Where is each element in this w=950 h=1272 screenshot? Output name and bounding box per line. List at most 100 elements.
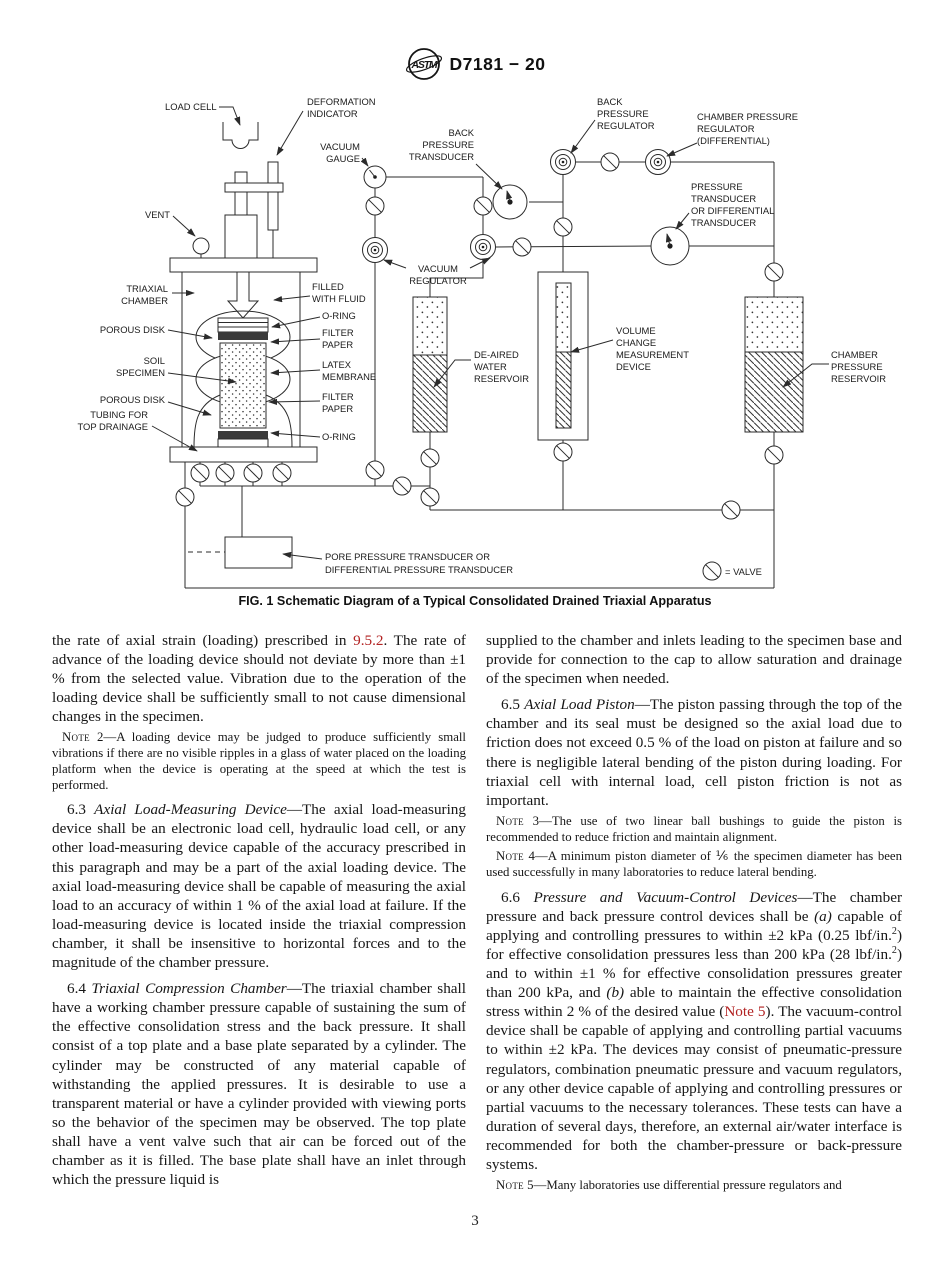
diagram-label: TRANSDUCER xyxy=(691,217,756,228)
text-segment: —The piston passing through the top of t… xyxy=(486,696,903,809)
diagram-label: RESERVOIR xyxy=(474,373,529,384)
column-right: supplied to the chamber and inlets leadi… xyxy=(486,631,902,1198)
diagram-label: PORE PRESSURE TRANSDUCER OR xyxy=(325,551,490,562)
valve-icon xyxy=(512,237,532,257)
diagram-label: TOP DRAINAGE xyxy=(77,421,148,432)
diagram-label: REGULATOR xyxy=(697,123,755,134)
diagram-label: MEMBRANE xyxy=(322,371,376,382)
diagram-label: CHAMBER xyxy=(121,295,168,306)
base-plate-shape xyxy=(169,446,318,463)
column-left: the rate of axial strain (loading) presc… xyxy=(52,631,466,1189)
text-segment: Note xyxy=(496,849,524,864)
porous-disk-upper-shape xyxy=(218,332,268,340)
diagram-label: FILTER xyxy=(322,391,354,402)
text-segment: capable of applying and controlling pres… xyxy=(486,907,902,944)
body-paragraph: 6.5 Axial Load Piston—The piston passing… xyxy=(486,695,902,810)
deaired-water-reservoir-shape xyxy=(412,296,448,433)
text-segment: Note xyxy=(62,730,90,745)
diagram-label: POROUS DISK xyxy=(100,324,166,335)
section-ref-link[interactable]: 9.5.2 xyxy=(353,632,384,649)
diagram-label: FILLED xyxy=(312,281,344,292)
note-paragraph: Note 2—A loading device may be judged to… xyxy=(52,730,466,793)
vacuum-regulator-icon xyxy=(470,234,496,260)
diagram-label: FILTER xyxy=(322,327,354,338)
diagram-label: (DIFFERENTIAL) xyxy=(697,135,770,146)
text-segment: 3—The use of two linear ball bushings to… xyxy=(486,813,902,844)
reservoirs xyxy=(224,271,804,569)
valve-icon xyxy=(553,442,573,462)
chamber-pressure-reservoir-shape xyxy=(744,296,804,433)
diagram-label: O-RING xyxy=(322,310,356,321)
pressure-transducer-icon xyxy=(650,226,690,266)
text-segment: —The triaxial chamber shall have a worki… xyxy=(52,980,466,1189)
valve-icon xyxy=(365,460,385,480)
text-segment: supplied to the chamber and inlets leadi… xyxy=(486,632,902,688)
top-plate-shape xyxy=(169,257,318,273)
body-paragraph: 6.6 Pressure and Vacuum-Control Devices—… xyxy=(486,888,902,1174)
valve-icon xyxy=(365,196,385,216)
valve-icon xyxy=(420,487,440,507)
text-segment: (b) xyxy=(606,984,625,1002)
vent-valve-shape xyxy=(192,237,210,255)
text-segment: 6.4 xyxy=(67,980,92,998)
diagram-labels: LOAD CELL DEFORMATION INDICATOR VACUUM G… xyxy=(77,96,886,577)
diagram-label: VENT xyxy=(145,209,170,220)
text-segment: Triaxial Compression Chamber xyxy=(91,980,287,998)
diagram-label: WATER xyxy=(474,361,507,372)
body-paragraph: 6.3 Axial Load-Measuring Device—The axia… xyxy=(52,800,466,972)
text-segment: Axial Load-Measuring Device xyxy=(94,801,287,819)
page-number: 3 xyxy=(471,1213,479,1229)
tubing-shape xyxy=(193,394,221,448)
text-segment: (a) xyxy=(814,907,832,925)
back-pressure-transducer-icon xyxy=(492,184,528,220)
valve-legend-label: = VALVE xyxy=(725,566,762,577)
text-segment: ) and to within ±1 % for effective conso… xyxy=(486,945,902,1002)
vacuum-gauge-icon xyxy=(363,165,387,189)
diagram-label: DE-AIRED xyxy=(474,349,519,360)
vacuum-regulator-icon xyxy=(362,237,388,263)
diagram-label: VACUUM xyxy=(320,141,360,152)
valve-legend-icon xyxy=(702,561,722,581)
standard-designation: D7181 − 20 xyxy=(449,53,546,74)
astm-logo-text: ASTM xyxy=(410,59,437,71)
valve-icon xyxy=(473,196,493,216)
text-segment: 4—A minimum piston diameter of ⅙ the spe… xyxy=(486,849,902,879)
specimen-cap-shape xyxy=(217,317,269,333)
triaxial-chamber-group xyxy=(169,237,318,463)
valve-icon xyxy=(175,487,195,507)
instruments xyxy=(362,149,690,266)
text-segment: ). The vacuum-control device shall be ca… xyxy=(486,1003,902,1173)
chamber-pressure-regulator-icon xyxy=(645,149,671,175)
diagram-label: TRANSDUCER xyxy=(409,151,474,162)
diagram-label: GAUGE xyxy=(326,153,360,164)
diagram-label: PRESSURE xyxy=(691,181,743,192)
diagram-label: O-RING xyxy=(322,431,356,442)
deformation-indicator-shape xyxy=(267,161,279,231)
section-ref-link[interactable]: Note 5 xyxy=(724,1003,766,1021)
diagram-label: DIFFERENTIAL PRESSURE TRANSDUCER xyxy=(325,564,513,575)
valve-icon xyxy=(392,476,412,496)
diagram-label: MEASUREMENT xyxy=(616,349,689,360)
text-segment: Note xyxy=(496,813,524,828)
valve-icon xyxy=(243,463,263,483)
volume-change-device-shape xyxy=(537,271,589,441)
diagram-label: SPECIMEN xyxy=(116,367,165,378)
valve-icon xyxy=(600,152,620,172)
diagram-label: POROUS DISK xyxy=(100,394,166,405)
text-segment: 2—A loading device may be judged to prod… xyxy=(52,730,466,792)
valve-icon xyxy=(272,463,292,483)
astm-logo-icon: ASTM xyxy=(405,48,442,80)
diagram-label: PAPER xyxy=(322,403,353,414)
text-segment: 6.3 xyxy=(67,801,95,819)
text-segment: —The chamber pressure and back pressure … xyxy=(486,888,903,925)
text-segment: Axial Load Piston xyxy=(524,696,635,714)
diagram-label: WITH FLUID xyxy=(312,293,366,304)
load-cell-shape xyxy=(222,122,259,149)
diagram-label: VOLUME xyxy=(616,325,656,336)
diagram-label: CHAMBER xyxy=(831,349,878,360)
diagram-label: DEFORMATION xyxy=(307,96,376,107)
text-segment: 2 xyxy=(891,944,897,956)
diagram-label: PRESSURE xyxy=(597,108,649,119)
page-header: ASTM D7181 − 20 xyxy=(0,46,950,82)
valve-icon xyxy=(553,217,573,237)
